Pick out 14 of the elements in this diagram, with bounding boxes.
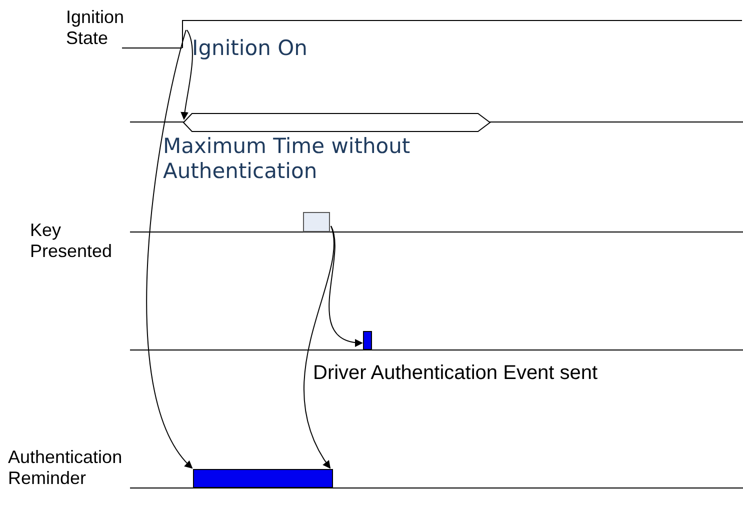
signal-name: Key Presented — [30, 220, 114, 262]
signal-caption: Maximum Time without Authentication — [163, 134, 412, 184]
arrow — [328, 226, 363, 346]
signal-caption: Ignition On — [192, 36, 308, 61]
arrow — [304, 226, 334, 469]
signal-name: Authentication Reminder — [8, 447, 124, 489]
event-caption: Driver Authentication Event sent — [313, 361, 599, 386]
signal-pulse — [363, 331, 372, 350]
time-window-shape — [183, 113, 491, 132]
arrow — [146, 30, 193, 469]
arrow — [180, 30, 193, 120]
signal-name: Ignition State — [66, 7, 126, 49]
signal-pulse — [193, 469, 333, 488]
key-pulse — [303, 212, 330, 232]
